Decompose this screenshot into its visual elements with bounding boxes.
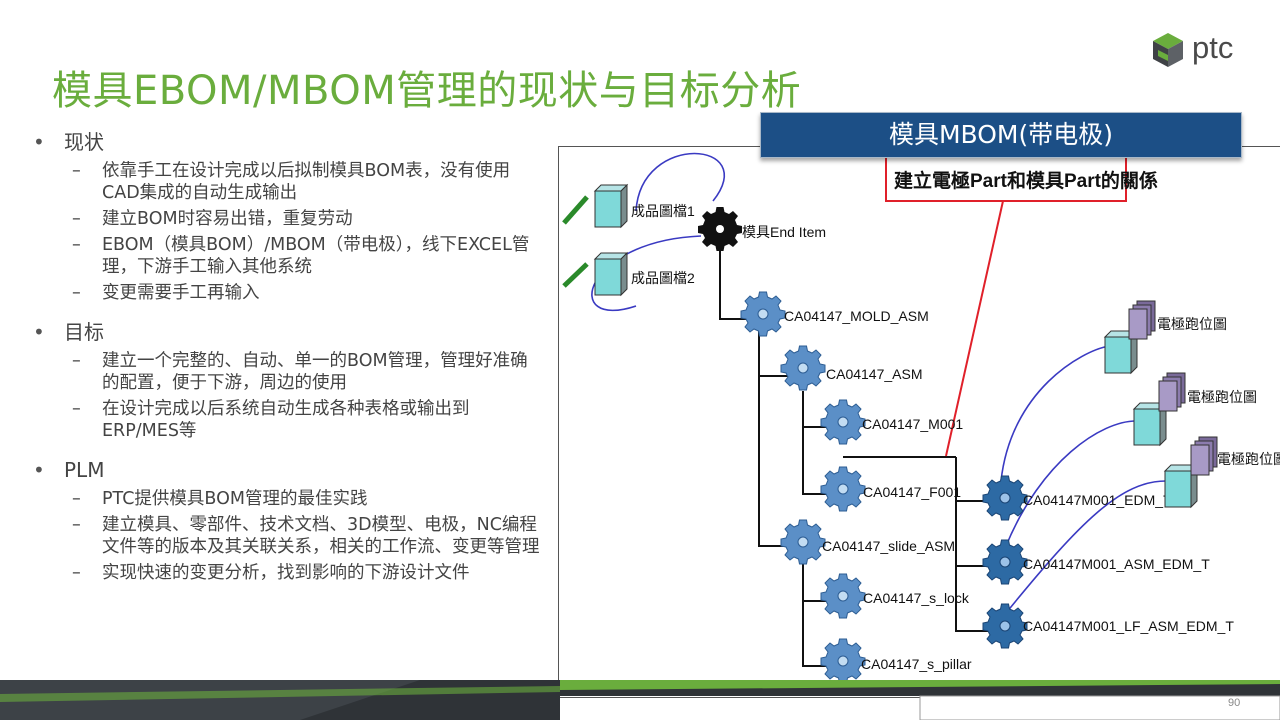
- node-label: CA04147_MOLD_ASM: [784, 308, 929, 324]
- node-label: CA04147M001_ASM_EDM_T: [1023, 556, 1210, 572]
- electrode-gear-icon: [982, 603, 1028, 649]
- sub-bullet: 在设计完成以后系统自动生成各种表格或输出到ERP/MES等: [30, 398, 540, 442]
- document-icon: [1133, 372, 1186, 446]
- document-icon: [562, 252, 628, 296]
- gear-icon: [820, 638, 866, 684]
- ptc-cube-icon: [1153, 33, 1183, 67]
- sub-bullet: 依靠手工在设计完成以后拟制模具BOM表，没有使用CAD集成的自动生成输出: [30, 160, 540, 204]
- sub-bullet: 建立BOM时容易出错，重复劳动: [30, 208, 540, 230]
- electrode-label: 電極跑位圖: [1157, 316, 1227, 332]
- node-label: CA04147_ASM: [826, 366, 923, 382]
- gear-icon: [820, 573, 866, 619]
- mbom-diagram: 建立電極Part和模具Part的關係 成品圖檔1 成品圖檔2 模具End Ite…: [558, 146, 1280, 698]
- ptc-logo-text: ptc: [1192, 30, 1234, 65]
- node-label: CA04147_s_pillar: [861, 656, 972, 672]
- callout-box: [885, 156, 1127, 202]
- document-icon: [562, 184, 628, 228]
- bullet-list: 现状 依靠手工在设计完成以后拟制模具BOM表，没有使用CAD集成的自动生成输出 …: [30, 128, 540, 584]
- gear-icon: [780, 519, 826, 565]
- electrode-gear-icon: [982, 475, 1028, 521]
- document-icon: [1164, 436, 1218, 508]
- node-label: CA04147_F001: [863, 484, 961, 500]
- sub-bullet: 实现快速的变更分析，找到影响的下游设计文件: [30, 562, 540, 584]
- doc1-label: 成品圖檔1: [631, 203, 695, 219]
- footer-bar: [0, 680, 1280, 720]
- electrode-gear-icon: [982, 539, 1028, 585]
- sub-bullet: 建立一个完整的、自动、单一的BOM管理，管理好准确的配置，便于下游，周边的使用: [30, 350, 540, 394]
- ptc-logo: ptc: [1148, 30, 1248, 70]
- gear-icon: [740, 291, 786, 337]
- gear-icon: [780, 345, 826, 391]
- electrode-label: 電極跑位圖: [1217, 451, 1280, 467]
- gear-icon: [820, 399, 866, 445]
- slide-title: 模具EBOM/MBOM管理的现状与目标分析: [52, 68, 802, 114]
- electrode-label: 電極跑位圖: [1187, 389, 1257, 405]
- node-label: CA04147M001_EDM_T: [1023, 492, 1172, 508]
- sub-bullet: 变更需要手工再输入: [30, 282, 540, 304]
- page-number: 90: [1228, 697, 1241, 709]
- gear-icon: [820, 466, 866, 512]
- node-label: CA04147M001_LF_ASM_EDM_T: [1023, 618, 1234, 634]
- root-label: 模具End Item: [742, 224, 826, 240]
- bullet-status: 现状: [30, 128, 540, 156]
- node-label: CA04147_M001: [862, 416, 963, 432]
- sub-bullet: PTC提供模具BOM管理的最佳实践: [30, 488, 540, 510]
- node-label: CA04147_slide_ASM: [822, 538, 955, 554]
- node-label: CA04147_s_lock: [863, 590, 970, 606]
- root-gear-icon: [698, 207, 742, 251]
- doc2-label: 成品圖檔2: [631, 270, 695, 286]
- sub-bullet: EBOM（模具BOM）/MBOM（带电极），线下EXCEL管理，下游手工输入其他…: [30, 234, 540, 278]
- document-icon: [1104, 300, 1156, 374]
- callout-text: 建立電極Part和模具Part的關係: [894, 169, 1158, 192]
- mbom-tree: 建立電極Part和模具Part的關係 成品圖檔1 成品圖檔2 模具End Ite…: [562, 152, 1280, 684]
- sub-bullet: 建立模具、零部件、技术文档、3D模型、电极，NC编程文件等的版本及其关联关系，相…: [30, 514, 540, 558]
- ribbon-title: 模具MBOM(带电极): [760, 112, 1242, 158]
- bullet-plm: PLM: [30, 456, 540, 484]
- bullet-goal: 目标: [30, 318, 540, 346]
